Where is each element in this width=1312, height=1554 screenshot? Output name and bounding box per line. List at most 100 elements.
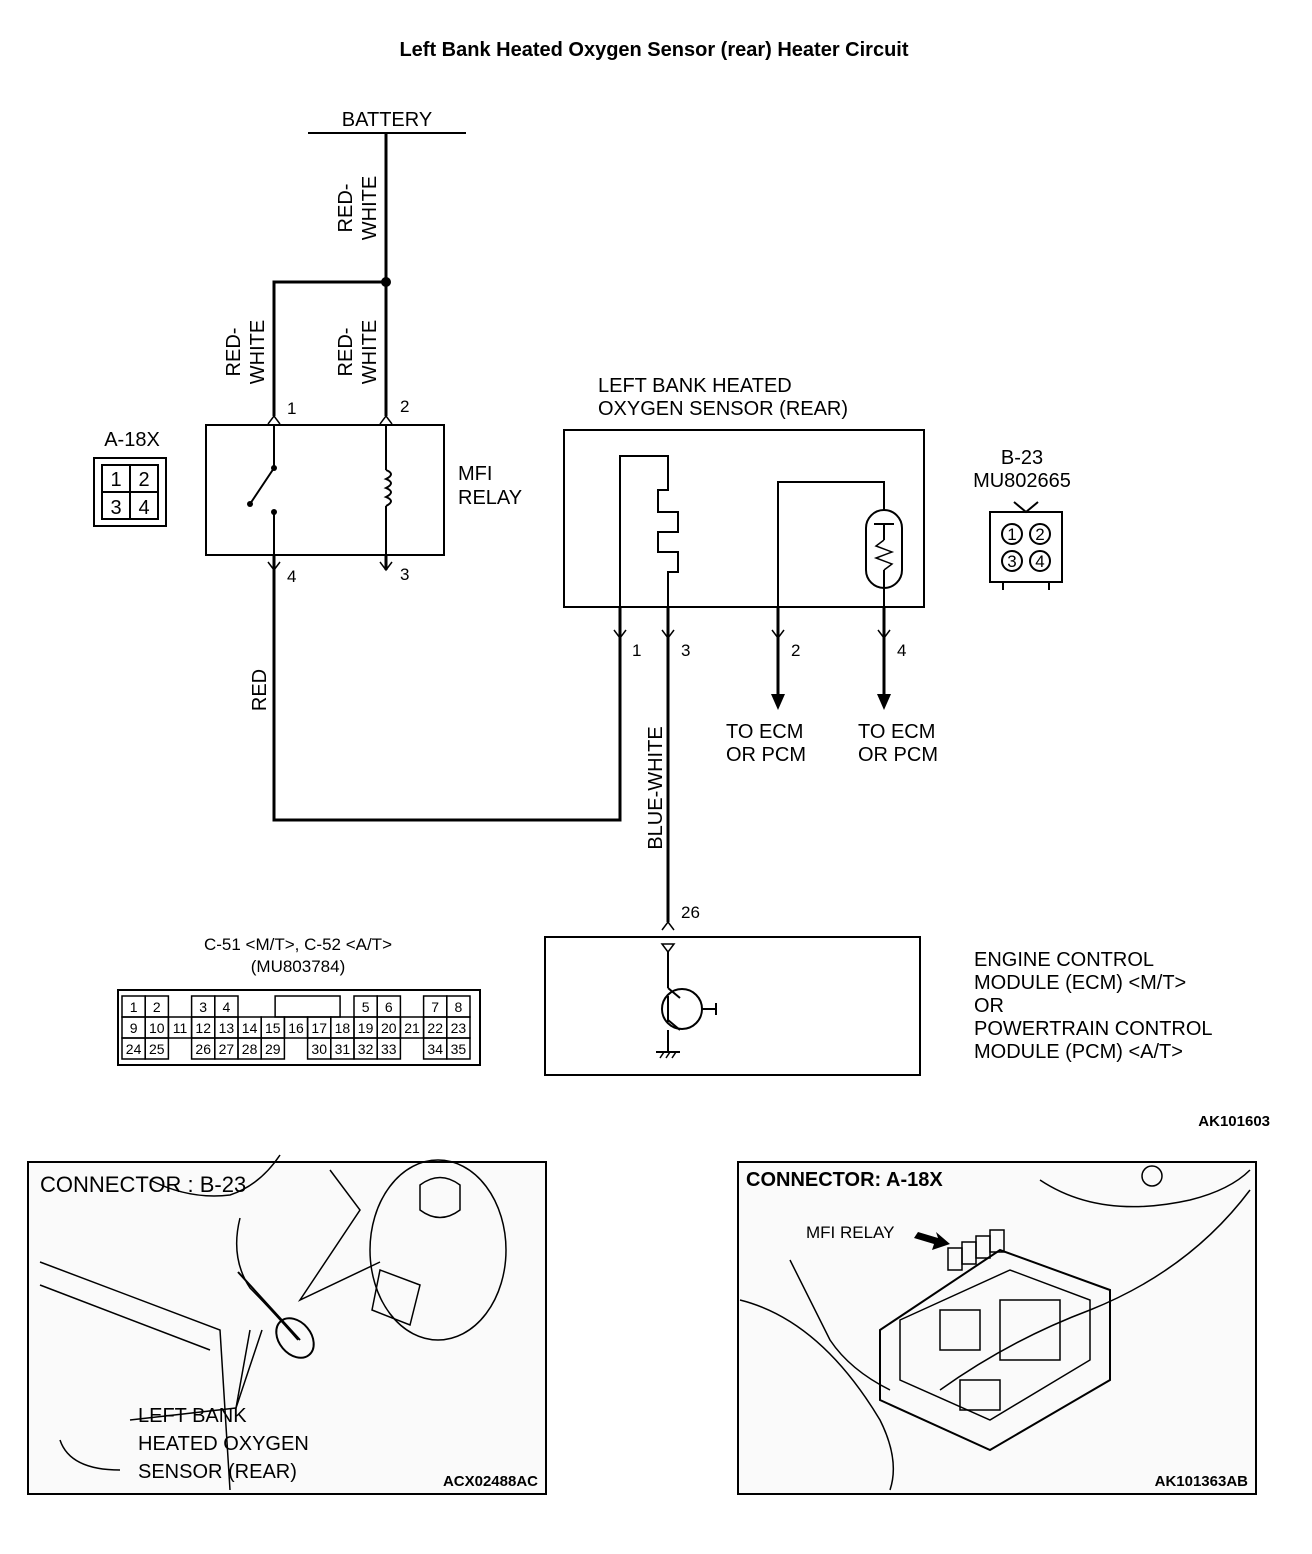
ecm-pin-number: 4 xyxy=(223,999,231,1015)
ecm-pin-number: 32 xyxy=(358,1041,374,1057)
svg-text:LEFT BANK: LEFT BANK xyxy=(138,1405,247,1427)
svg-text:2: 2 xyxy=(138,469,149,491)
sensor-name-2: OXYGEN SENSOR (REAR) xyxy=(598,398,848,420)
wire-label-red: RED xyxy=(249,669,271,711)
arrow-right-icon xyxy=(914,1232,950,1250)
ecm-pin-number: 31 xyxy=(335,1041,351,1057)
heater-element xyxy=(619,455,679,607)
sensor-pin2-label: 2 xyxy=(791,641,800,660)
svg-text:4: 4 xyxy=(138,497,149,519)
ecm-pin-number: 7 xyxy=(431,999,439,1015)
svg-text:ENGINE CONTROL: ENGINE CONTROL xyxy=(974,949,1154,971)
ecm-pin-number: 12 xyxy=(195,1020,211,1036)
relay-pin1-label: 1 xyxy=(287,399,296,418)
ecm-pin-number: 30 xyxy=(311,1041,327,1057)
ecm-pin-number: 21 xyxy=(404,1020,420,1036)
ecm-pin-number: 34 xyxy=(427,1041,443,1057)
ecm-pin-number: 9 xyxy=(130,1020,138,1036)
wire-red xyxy=(272,555,622,822)
svg-text:SENSOR (REAR): SENSOR (REAR) xyxy=(138,1461,297,1483)
pin-marker xyxy=(379,414,393,425)
wire-label-relay-right: RED- WHITE xyxy=(335,320,381,384)
figure-code: AK101603 xyxy=(1198,1113,1270,1130)
sensor-pin1-label: 1 xyxy=(632,641,641,660)
pin-marker xyxy=(661,920,675,931)
ecm-pin-label: 26 xyxy=(681,903,700,922)
ecm-pin-number: 29 xyxy=(265,1041,281,1057)
ecm-pin-number: 25 xyxy=(149,1041,165,1057)
ecm-pin-number: 19 xyxy=(358,1020,374,1036)
photo-right-title: CONNECTOR: A-18X xyxy=(746,1169,943,1191)
ecm-connector-code: C-51 <M/T>, C-52 <A/T> xyxy=(204,935,392,954)
ecm-pin-cell xyxy=(446,1037,471,1060)
ecm-pin-number: 8 xyxy=(455,999,463,1015)
ecm-pin-number: 14 xyxy=(242,1020,258,1036)
ecm-pin-cell xyxy=(260,1037,286,1060)
svg-text:OR: OR xyxy=(974,995,1004,1017)
ecm-input-marker xyxy=(660,943,676,954)
ecm-pin-cell xyxy=(144,1037,170,1060)
relay-connector-face: 1 2 3 4 xyxy=(93,457,167,527)
ecm-pin-number: 27 xyxy=(219,1041,235,1057)
sensor-connector-face: 1 2 3 4 xyxy=(989,501,1063,590)
svg-text:RED-: RED- xyxy=(223,328,245,377)
arrow-down-icon xyxy=(877,694,891,710)
ecm-box xyxy=(544,936,921,1076)
relay-switch-contact xyxy=(249,467,275,505)
ecm-connector-part: (MU803784) xyxy=(251,957,346,976)
ecm-pin-number: 24 xyxy=(126,1041,142,1057)
ecm-connector-lock xyxy=(274,995,341,1018)
ecm-pin-number: 17 xyxy=(311,1020,327,1036)
photo-left-code: ACX02488AC xyxy=(443,1473,538,1490)
svg-text:MODULE (ECM) <M/T>: MODULE (ECM) <M/T> xyxy=(974,972,1186,994)
relay-pin2-label: 2 xyxy=(400,397,409,416)
to-ecm-a-1: TO ECM xyxy=(726,721,803,743)
to-ecm-a-2: OR PCM xyxy=(726,744,806,766)
svg-text:4: 4 xyxy=(1035,552,1044,571)
arrow-down-icon xyxy=(771,694,785,710)
svg-text:3: 3 xyxy=(1007,552,1016,571)
ecm-pin-number: 6 xyxy=(385,999,393,1015)
ecm-pin-number: 18 xyxy=(335,1020,351,1036)
sensor-connector-part: MU802665 xyxy=(973,470,1071,492)
ecm-pin-number: 28 xyxy=(242,1041,258,1057)
diagram-title: Left Bank Heated Oxygen Sensor (rear) He… xyxy=(399,39,908,61)
svg-text:1: 1 xyxy=(110,469,121,491)
svg-text:POWERTRAIN CONTROL: POWERTRAIN CONTROL xyxy=(974,1018,1213,1040)
to-ecm-b-2: OR PCM xyxy=(858,744,938,766)
svg-text:3: 3 xyxy=(110,497,121,519)
relay-pin4-label: 4 xyxy=(287,567,296,586)
sensor-pin4-label: 4 xyxy=(897,641,906,660)
svg-text:MODULE (PCM) <A/T>: MODULE (PCM) <A/T> xyxy=(974,1041,1183,1063)
ecm-pin-number: 5 xyxy=(362,999,370,1015)
svg-text:WHITE: WHITE xyxy=(247,320,269,384)
svg-text:2: 2 xyxy=(1035,525,1044,544)
ecm-pin-number: 10 xyxy=(149,1020,165,1036)
relay-name-1: MFI xyxy=(458,463,492,485)
ecm-pin-number: 15 xyxy=(265,1020,281,1036)
ecm-name: ENGINE CONTROL MODULE (ECM) <M/T> OR POW… xyxy=(974,949,1213,1063)
sensor-name-1: LEFT BANK HEATED xyxy=(598,375,792,397)
mfi-relay-box xyxy=(205,424,445,556)
ecm-pin-number: 35 xyxy=(451,1041,467,1057)
ecm-pin-number: 3 xyxy=(199,999,207,1015)
svg-text:RED-: RED- xyxy=(335,184,357,233)
wire-label-blue-white: BLUE-WHITE xyxy=(645,726,667,849)
ecm-pin-number: 11 xyxy=(173,1020,188,1036)
ecm-pin-number: 26 xyxy=(195,1041,211,1057)
relay-coil xyxy=(383,469,392,507)
svg-text:WHITE: WHITE xyxy=(359,176,381,240)
ecm-pin-number: 33 xyxy=(381,1041,397,1057)
wire-label-battery: RED- WHITE xyxy=(335,176,381,240)
pin-marker xyxy=(613,629,627,640)
photo-right-code: AK101363AB xyxy=(1155,1473,1249,1490)
sensor-connector-code: B-23 xyxy=(1001,447,1043,469)
oxygen-sensor-box xyxy=(563,429,925,608)
svg-text:RED-: RED- xyxy=(335,328,357,377)
ecm-pin-cell xyxy=(376,1037,402,1060)
relay-name-2: RELAY xyxy=(458,487,522,509)
wire-to-relay-pin1 xyxy=(272,280,386,416)
ecm-pin-number: 13 xyxy=(219,1020,235,1036)
photo-left-title: CONNECTOR : B-23 xyxy=(40,1172,246,1197)
